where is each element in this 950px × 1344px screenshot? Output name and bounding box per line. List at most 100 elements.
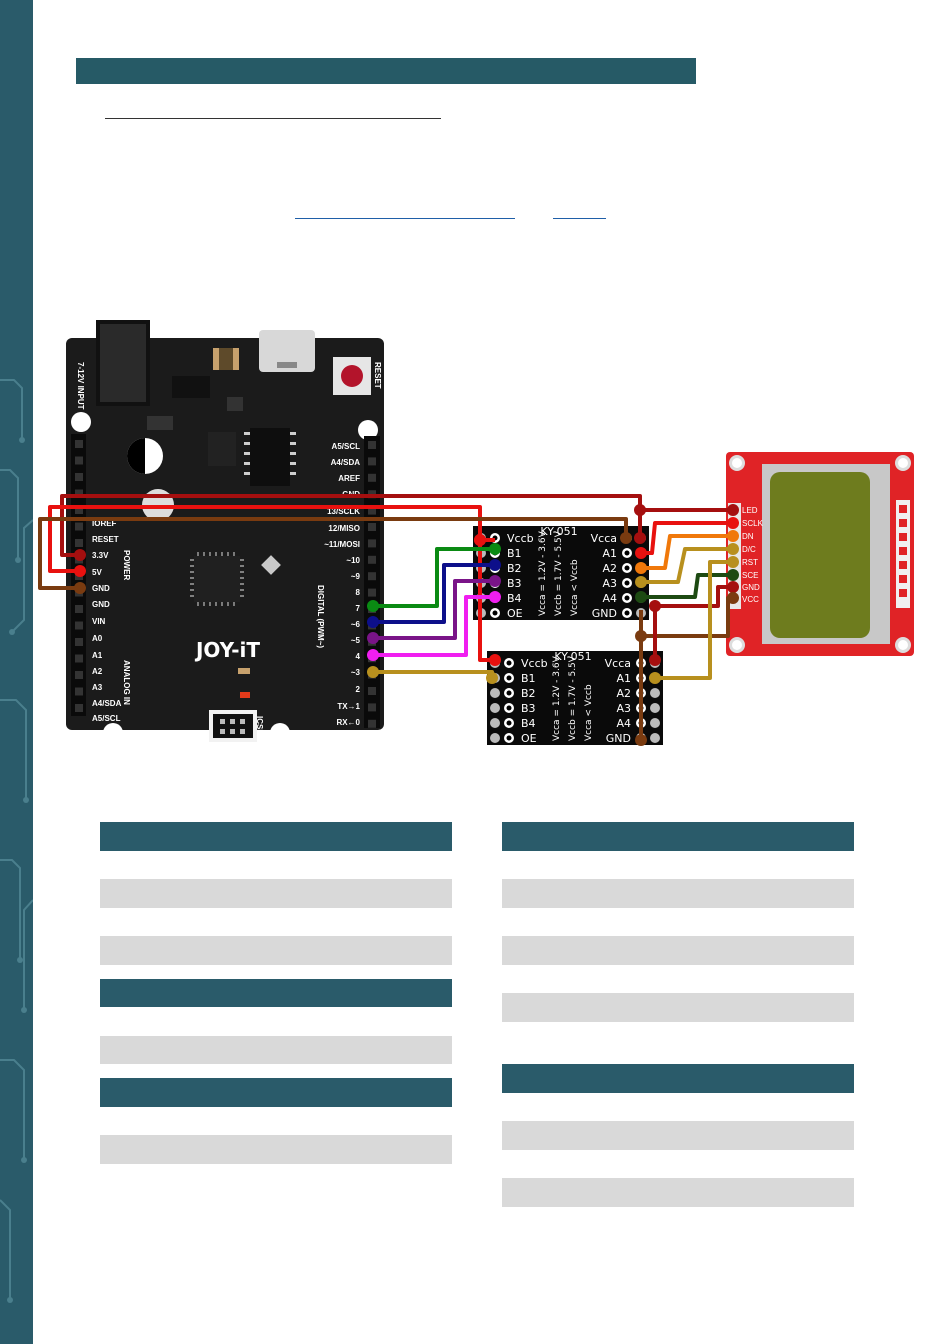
table-row: [502, 1021, 854, 1050]
wire-end: [635, 576, 647, 588]
table-cell: [274, 1007, 452, 1036]
table-header-row: [100, 1078, 452, 1107]
wire-end: [486, 672, 498, 684]
circuit-pattern-icon: [0, 379, 33, 1303]
table-cell: [676, 964, 854, 993]
wire-end: [489, 575, 501, 587]
shifter-pin-label: A3: [602, 577, 617, 590]
table-header-row: [100, 822, 452, 851]
board-left-pin-label: 3.3V: [92, 551, 109, 560]
shifter-spec: Vcca < Vccb: [570, 559, 580, 616]
header-pin: [368, 555, 376, 564]
board-right-pin-label: TX→1: [337, 702, 360, 711]
table-cell: [100, 879, 274, 908]
header-pin: [368, 506, 376, 515]
table-cell: [676, 936, 854, 965]
table-cell: [100, 978, 274, 1007]
pin-table-left: [100, 822, 452, 1192]
header-pin: [75, 506, 83, 514]
wire-d3: [373, 670, 494, 678]
header-pin: [75, 456, 83, 465]
shifter-pin-label: B1: [521, 672, 536, 685]
shifter-pin-label: A2: [616, 687, 631, 700]
analog-label: ANALOG IN: [122, 660, 131, 705]
table-header-row: [502, 822, 854, 851]
wire-end: [649, 672, 661, 684]
table-row: [502, 1149, 854, 1178]
board-right-pin-label: ~3: [351, 668, 361, 677]
shifter-pin-label: OE: [507, 607, 523, 620]
wire-end: [74, 582, 86, 594]
wire-d4: [373, 595, 495, 657]
subheading-underline: [105, 118, 441, 119]
board-right-pin-label: ~9: [351, 572, 361, 581]
shifter-pin-label: GND: [606, 732, 631, 745]
table-cell: [502, 1021, 676, 1050]
table-cell: [676, 1064, 854, 1093]
table-cell: [502, 1064, 676, 1093]
link-2-underline[interactable]: [553, 218, 606, 219]
header-pin: [75, 605, 83, 613]
wire-end: [367, 616, 379, 628]
board-right-pin-label: 13/SCLK: [327, 507, 360, 516]
table-row: [502, 993, 854, 1022]
wire-d7: [373, 547, 495, 608]
table-cell: [274, 1106, 452, 1135]
shifter-pin-label: A4: [616, 717, 631, 730]
table-row: [100, 1135, 452, 1164]
table-cell: [274, 1135, 452, 1164]
table-cell: [274, 1163, 452, 1192]
table-cell: [502, 1149, 676, 1178]
wire-dn: [641, 534, 733, 570]
table-cell: [502, 879, 676, 908]
board-left-pin-label: GND: [92, 584, 110, 593]
table-cell: [274, 907, 452, 936]
board-left-pin-label: A4/SDA: [92, 699, 122, 708]
header-pin: [368, 572, 376, 581]
shifter-pin-label: A4: [602, 592, 617, 605]
wire-end: [649, 654, 661, 666]
power-label: POWER: [122, 550, 131, 580]
table-row: [100, 1106, 452, 1135]
wire-end: [634, 532, 646, 544]
link-1-underline[interactable]: [295, 218, 515, 219]
header-pin: [368, 473, 376, 482]
table-cell: [676, 907, 854, 936]
table-cell: [274, 936, 452, 965]
wire-end: [489, 543, 501, 555]
lcd-pin-label: VCC: [742, 595, 759, 604]
table-row: [502, 879, 854, 908]
table-cell: [676, 1178, 854, 1207]
board-left-pin-label: VIN: [92, 617, 106, 626]
table-cell: [676, 822, 854, 851]
table-cell: [100, 1135, 274, 1164]
board-right-pin-label: 7: [356, 604, 361, 613]
shifter-spec: Vccb = 1.7V - 5.5V: [554, 530, 564, 616]
board-left-pin-label: IOREF: [92, 519, 117, 528]
wire-end: [635, 562, 647, 574]
shifter-pin-label: B2: [521, 687, 536, 700]
table-cell: [502, 1178, 676, 1207]
wire-end: [727, 517, 739, 529]
board-right-pin-label: ~5: [351, 636, 361, 645]
header-pin: [75, 654, 83, 663]
header-pin: [75, 704, 83, 712]
table-row: [502, 1178, 854, 1207]
table-cell: [502, 907, 676, 936]
board-right-pin-label: 2: [356, 685, 361, 694]
pin-table-right: [502, 822, 854, 1207]
table-cell: [274, 879, 452, 908]
wire-end: [74, 549, 86, 561]
lcd-pin-label: D/C: [742, 545, 756, 554]
input-label: 7-12V INPUT: [76, 362, 85, 410]
header-pin: [368, 588, 376, 597]
wire-d6: [373, 563, 495, 624]
board-left-pin-label: A1: [92, 651, 103, 660]
wire-end: [727, 569, 739, 581]
table-cell: [100, 1106, 274, 1135]
table-cell: [502, 936, 676, 965]
wire-end: [635, 591, 647, 603]
side-bar: [0, 0, 33, 1344]
table-cell: [274, 978, 452, 1007]
